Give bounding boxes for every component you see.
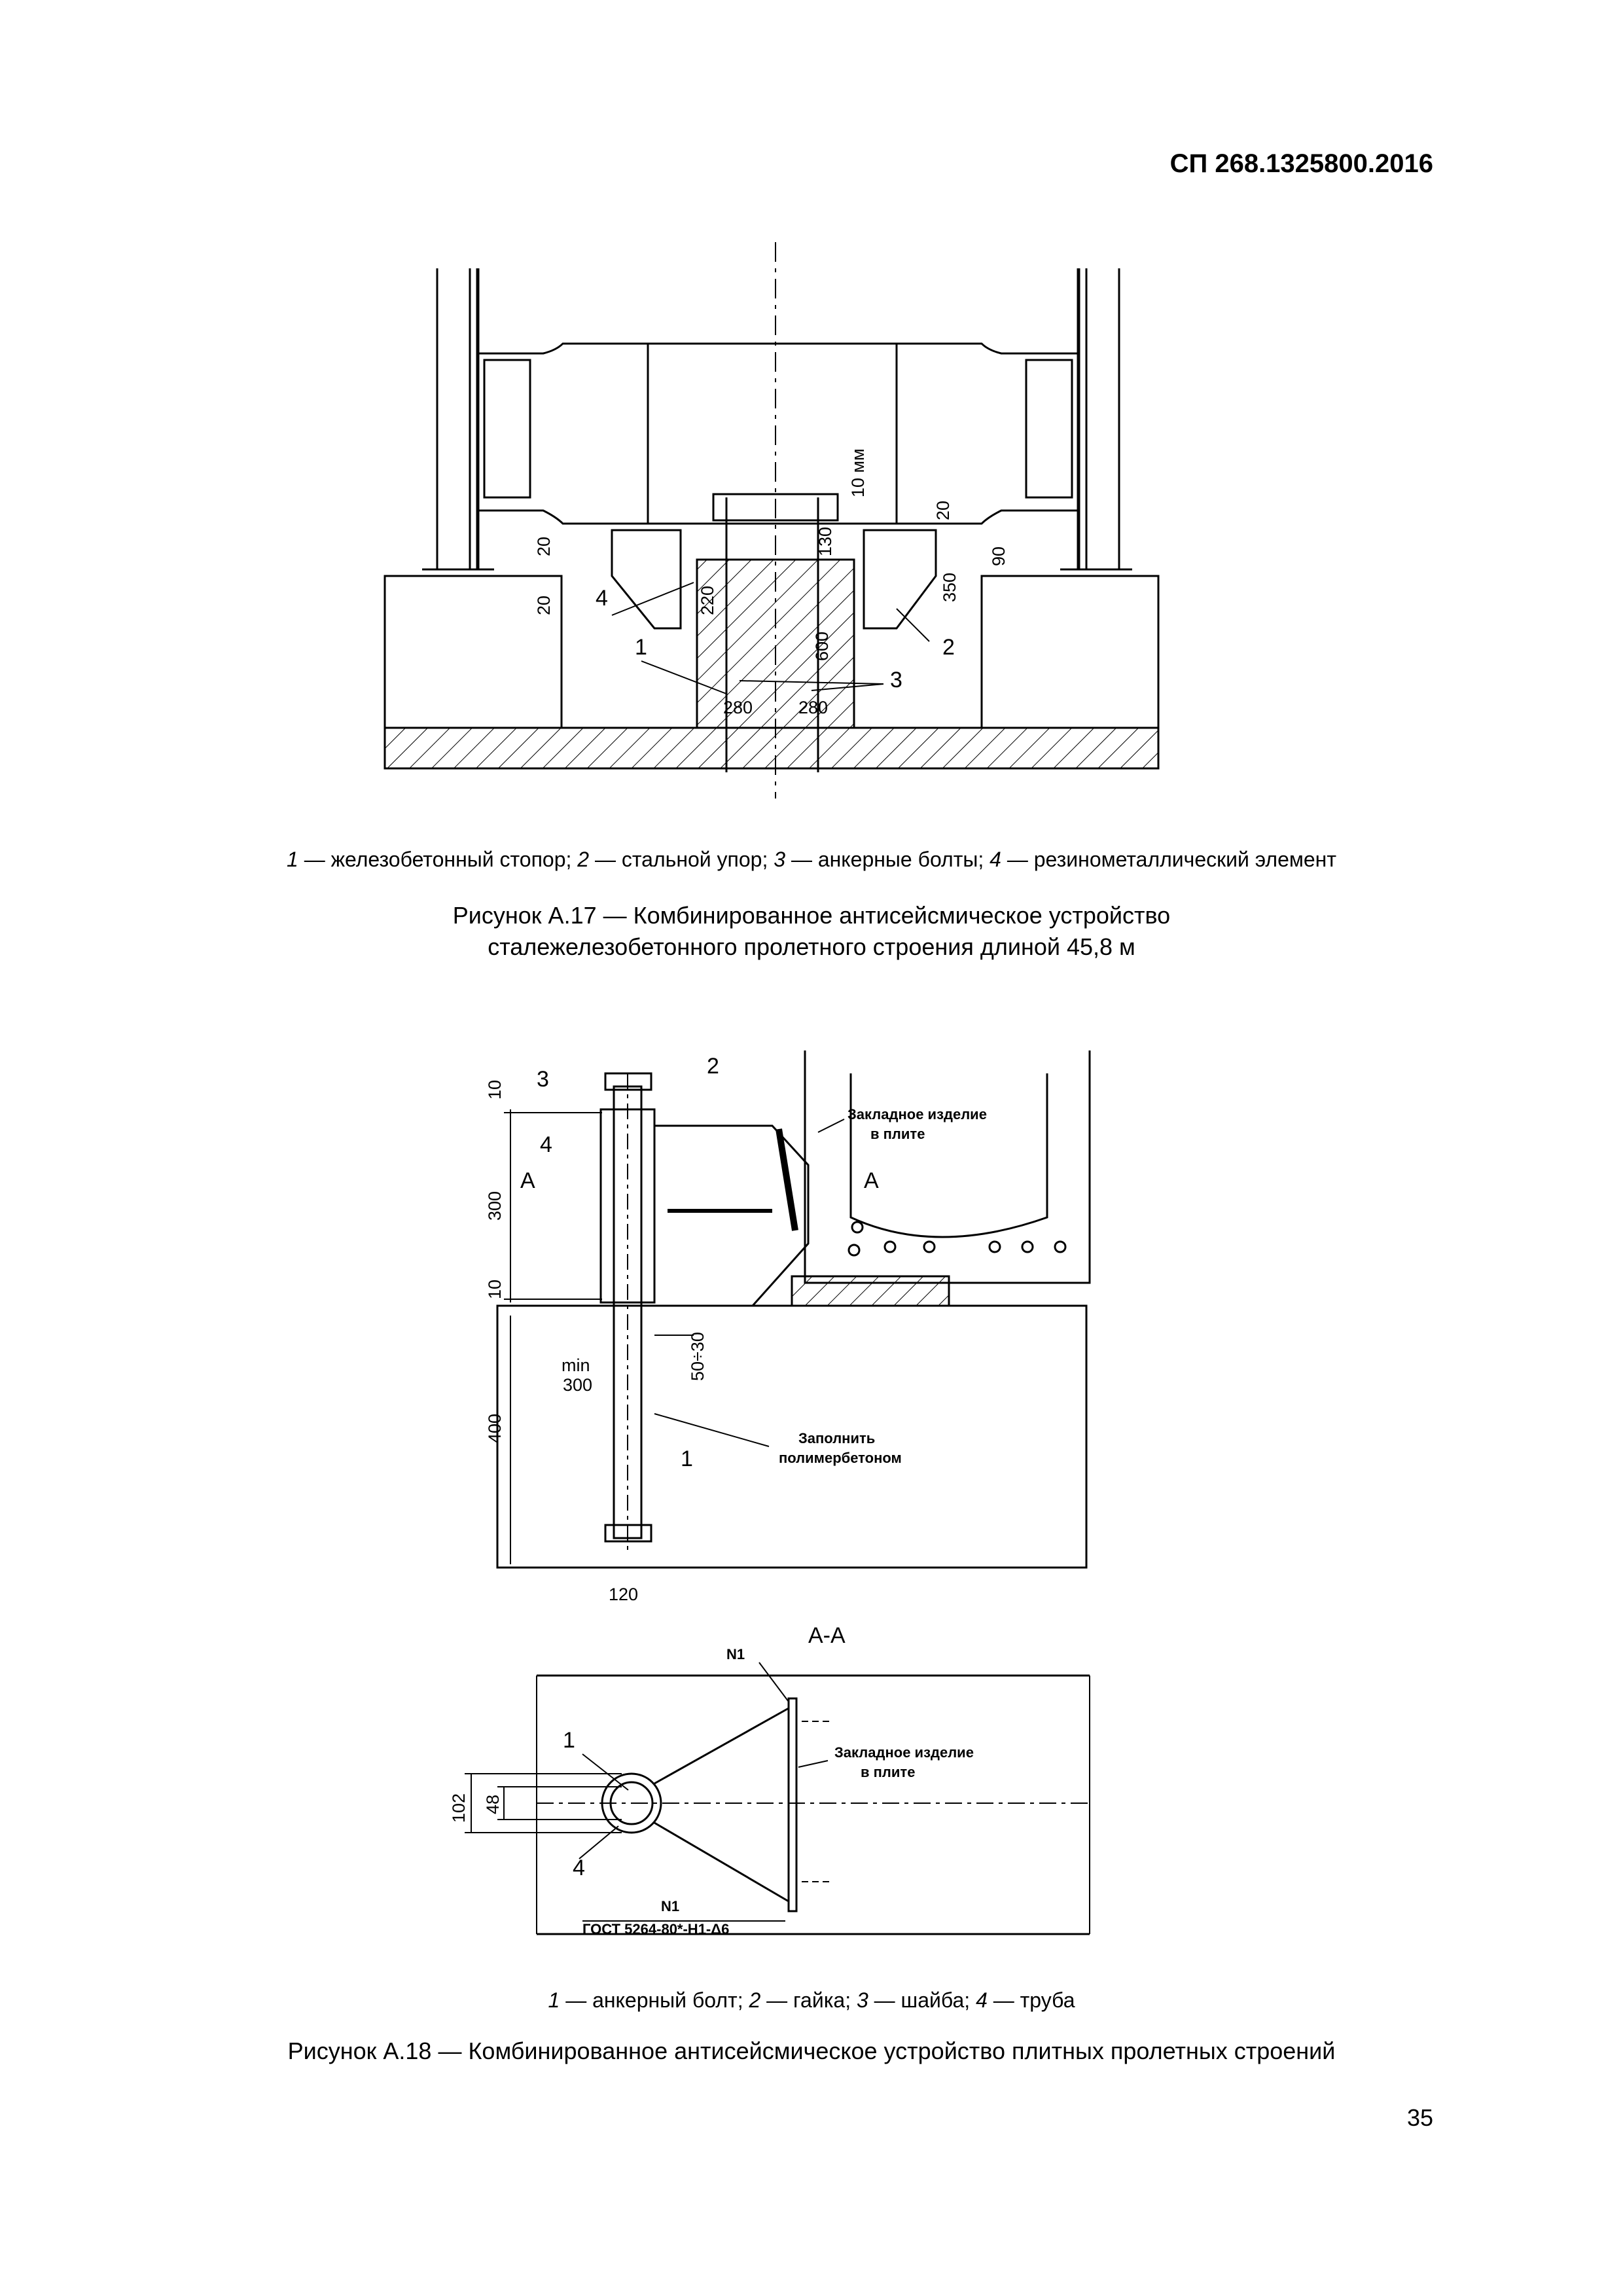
note: в плите: [861, 1764, 915, 1780]
legend-num: 3: [856, 1988, 868, 2012]
note: полимербетоном: [779, 1450, 902, 1466]
legend-num: 2: [577, 848, 590, 871]
legend-num: 3: [774, 848, 786, 871]
figure-a17-caption: Рисунок А.17 — Комбинированное антисейсм…: [0, 900, 1623, 963]
document-code: СП 268.1325800.2016: [1169, 149, 1433, 178]
fig18-section-geometry: [465, 1662, 1090, 1935]
dimension: 300: [485, 1191, 505, 1221]
legend-text: — труба: [987, 1988, 1075, 2012]
legend-num: 4: [990, 848, 1001, 871]
fig18-elevation-labels: 3 2 4 1 10 300 10 400 min 300 50÷30 120 …: [485, 1054, 987, 1604]
note: Закладное изделие: [834, 1744, 974, 1761]
dimension: 10 мм: [848, 448, 868, 497]
dimension: 300: [563, 1375, 592, 1395]
dimension: 10: [485, 1280, 505, 1299]
callout: 3: [537, 1067, 549, 1092]
dimension: min: [562, 1355, 590, 1375]
dimension: 90: [989, 547, 1008, 566]
note: Закладное изделие: [847, 1106, 987, 1122]
legend-text: — шайба;: [868, 1988, 976, 2012]
dimension: 220: [698, 586, 717, 615]
fig17-labels: 4 1 3 2 20 20 220 10 мм 130 20 90 350 60…: [534, 448, 1008, 717]
dimension: 400: [485, 1414, 505, 1443]
legend-num: 2: [749, 1988, 761, 2012]
callout: 4: [596, 586, 608, 611]
callout: 2: [707, 1054, 719, 1079]
dimension: 20: [534, 596, 554, 615]
tag: N1: [661, 1898, 679, 1914]
callout: 4: [573, 1856, 585, 1880]
section-title: А-А: [808, 1623, 846, 1648]
dimension: 102: [449, 1793, 469, 1823]
fig18-section-labels: А-А 1 4 102 48 N1 N1 Закладное изделие в…: [449, 1623, 974, 1937]
dimension: 50÷30: [688, 1332, 707, 1381]
dimension: 600: [812, 632, 832, 661]
legend-num: 4: [976, 1988, 988, 2012]
legend-text: — железобетонный стопор;: [298, 848, 578, 871]
figure-a17-legend: 1 — железобетонный стопор; 2 — стальной …: [0, 848, 1623, 872]
figure-a18-legend: 1 — анкерный болт; 2 — гайка; 3 — шайба;…: [0, 1988, 1623, 2013]
caption-line: сталежелезобетонного пролетного строения…: [488, 933, 1135, 960]
callout: 3: [890, 668, 902, 692]
dimension: 20: [933, 501, 953, 520]
legend-num: 1: [287, 848, 298, 871]
fig18-elevation-geometry: [496, 1050, 1091, 1569]
callout: 4: [540, 1132, 552, 1157]
callout: 1: [635, 635, 647, 660]
dimension: 350: [940, 573, 959, 602]
section-mark: А: [520, 1168, 535, 1193]
figure-a18-caption: Рисунок А.18 — Комбинированное антисейсм…: [287, 2037, 1336, 2064]
legend-text: — анкерные болты;: [785, 848, 990, 871]
note: в плите: [870, 1126, 925, 1142]
callout: 2: [942, 635, 955, 660]
callout: 1: [563, 1728, 575, 1753]
caption-line: Рисунок А.17 — Комбинированное антисейсм…: [452, 902, 1171, 929]
dimension: 280: [798, 698, 828, 717]
legend-num: 1: [548, 1988, 560, 2012]
dimension: 130: [815, 527, 835, 556]
tag: N1: [726, 1646, 745, 1662]
legend-text: — стальной упор;: [589, 848, 774, 871]
callout: 1: [681, 1446, 693, 1471]
legend-text: — гайка;: [760, 1988, 857, 2012]
legend-text: — резинометаллический элемент: [1001, 848, 1336, 871]
note: Заполнить: [798, 1430, 875, 1446]
fig17-geometry: [383, 242, 1160, 798]
dimension: 10: [485, 1080, 505, 1100]
standard-ref: ГОСТ 5264-80*-Н1-Δ6: [582, 1921, 729, 1937]
legend-text: — анкерный болт;: [560, 1988, 749, 2012]
dimension: 48: [483, 1795, 503, 1814]
dimension: 280: [723, 698, 753, 717]
section-mark: А: [864, 1168, 879, 1193]
dimension: 120: [609, 1585, 638, 1604]
page-number: 35: [1406, 2104, 1433, 2131]
dimension: 20: [534, 537, 554, 556]
